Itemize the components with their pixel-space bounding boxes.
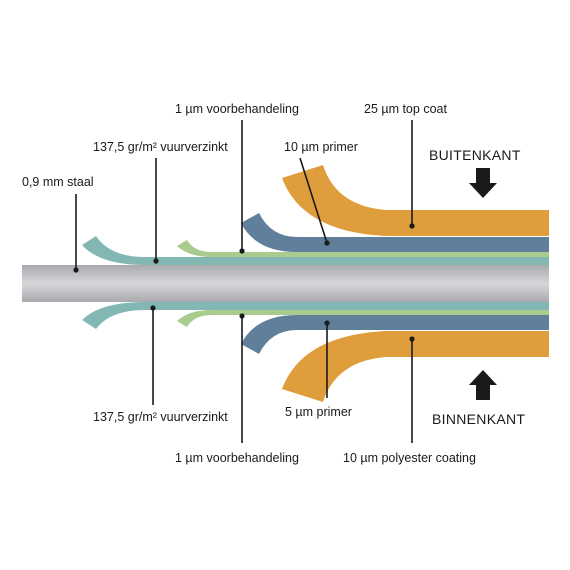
pretreatment-layer-bottom [177,310,549,327]
zinc-layer-top [82,236,549,265]
label-outside: BUITENKANT [429,147,521,163]
pretreatment-layer-top [177,240,549,257]
topcoat-layer-top [282,165,549,236]
label-polyester: 10 µm polyester coating [343,451,476,465]
zinc-layer-bottom [82,302,549,329]
leader-primer-top [299,157,330,246]
label-pretreatment-bottom: 1 µm voorbehandeling [175,451,299,465]
label-primer-bottom: 5 µm primer [285,405,352,419]
leader-primer-bottom [324,320,330,398]
label-primer-top: 10 µm primer [284,140,358,154]
arrow-up-icon [469,370,497,400]
label-inside: BINNENKANT [432,411,525,427]
leader-pretreatment-bottom [239,313,245,443]
arrow-down-icon [469,168,497,198]
leader-zinc-bottom [150,305,156,405]
leader-steel [73,194,79,273]
steel-core [22,265,549,302]
primer-layer-top [241,213,549,252]
leader-pretreatment-top [239,120,245,254]
polyester-layer-bottom [282,331,549,402]
leader-polyester [409,336,415,443]
label-pretreatment-top: 1 µm voorbehandeling [175,102,299,116]
label-steel: 0,9 mm staal [22,175,94,189]
label-zinc-top: 137,5 gr/m² vuurverzinkt [93,140,228,154]
label-zinc-bottom: 137,5 gr/m² vuurverzinkt [93,410,228,424]
primer-layer-bottom [241,315,549,354]
leader-zinc-top [153,158,159,264]
label-topcoat: 25 µm top coat [364,102,447,116]
leader-topcoat [409,120,415,229]
